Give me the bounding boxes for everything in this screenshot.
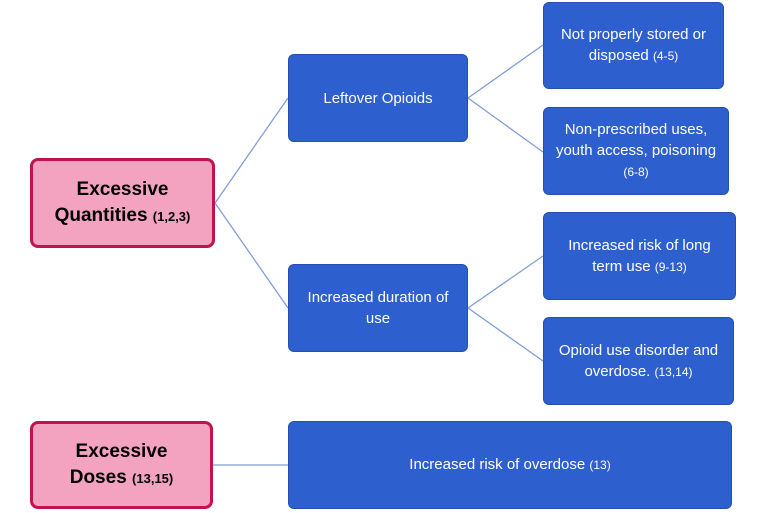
- non-prescribed-box: Non-prescribed uses, youth access, poiso…: [543, 107, 729, 195]
- connector-leftover-nonprescribed: [467, 97, 544, 153]
- excessive-quantities-label: Excessive Quantities: [54, 178, 169, 226]
- connector-duration-longterm: [467, 255, 544, 309]
- connector-quantities-leftover: [214, 97, 289, 204]
- long-term-use-label: Increased risk of long term use: [568, 236, 711, 275]
- overdose-risk-box: Increased risk of overdose (13): [288, 421, 732, 509]
- connector-duration-disorder: [467, 307, 544, 362]
- not-stored-refs: (4-5): [652, 49, 679, 63]
- increased-duration-label: Increased duration of use: [307, 289, 449, 327]
- leftover-opioids-label: Leftover Opioids: [323, 89, 433, 107]
- excessive-quantities-refs: (1,2,3): [152, 208, 191, 224]
- connector-quantities-duration: [214, 202, 289, 309]
- excessive-doses-refs: (13,15): [132, 470, 174, 486]
- excessive-doses-label: Excessive Doses: [69, 440, 168, 488]
- use-disorder-box: Opioid use disorder and overdose. (13,14…: [543, 317, 734, 405]
- long-term-use-refs: (9-13): [654, 259, 687, 274]
- leftover-opioids-box: Leftover Opioids: [288, 54, 468, 142]
- excessive-doses-box: Excessive Doses (13,15): [30, 421, 213, 509]
- connector-leftover-stored: [467, 44, 544, 99]
- overdose-risk-refs: (13): [589, 458, 611, 472]
- increased-duration-box: Increased duration of use: [288, 264, 468, 352]
- long-term-use-box: Increased risk of long term use (9-13): [543, 212, 736, 300]
- not-stored-box: Not properly stored or disposed (4-5): [543, 2, 724, 89]
- not-stored-label: Not properly stored or disposed: [560, 26, 707, 64]
- overdose-risk-label: Increased risk of overdose: [409, 456, 586, 473]
- excessive-quantities-box: Excessive Quantities (1,2,3): [30, 158, 215, 248]
- use-disorder-label: Opioid use disorder and overdose.: [558, 341, 719, 380]
- non-prescribed-label: Non-prescribed uses, youth access, poiso…: [555, 121, 717, 159]
- non-prescribed-refs: (6-8): [623, 165, 649, 179]
- use-disorder-refs: (13,14): [654, 364, 693, 379]
